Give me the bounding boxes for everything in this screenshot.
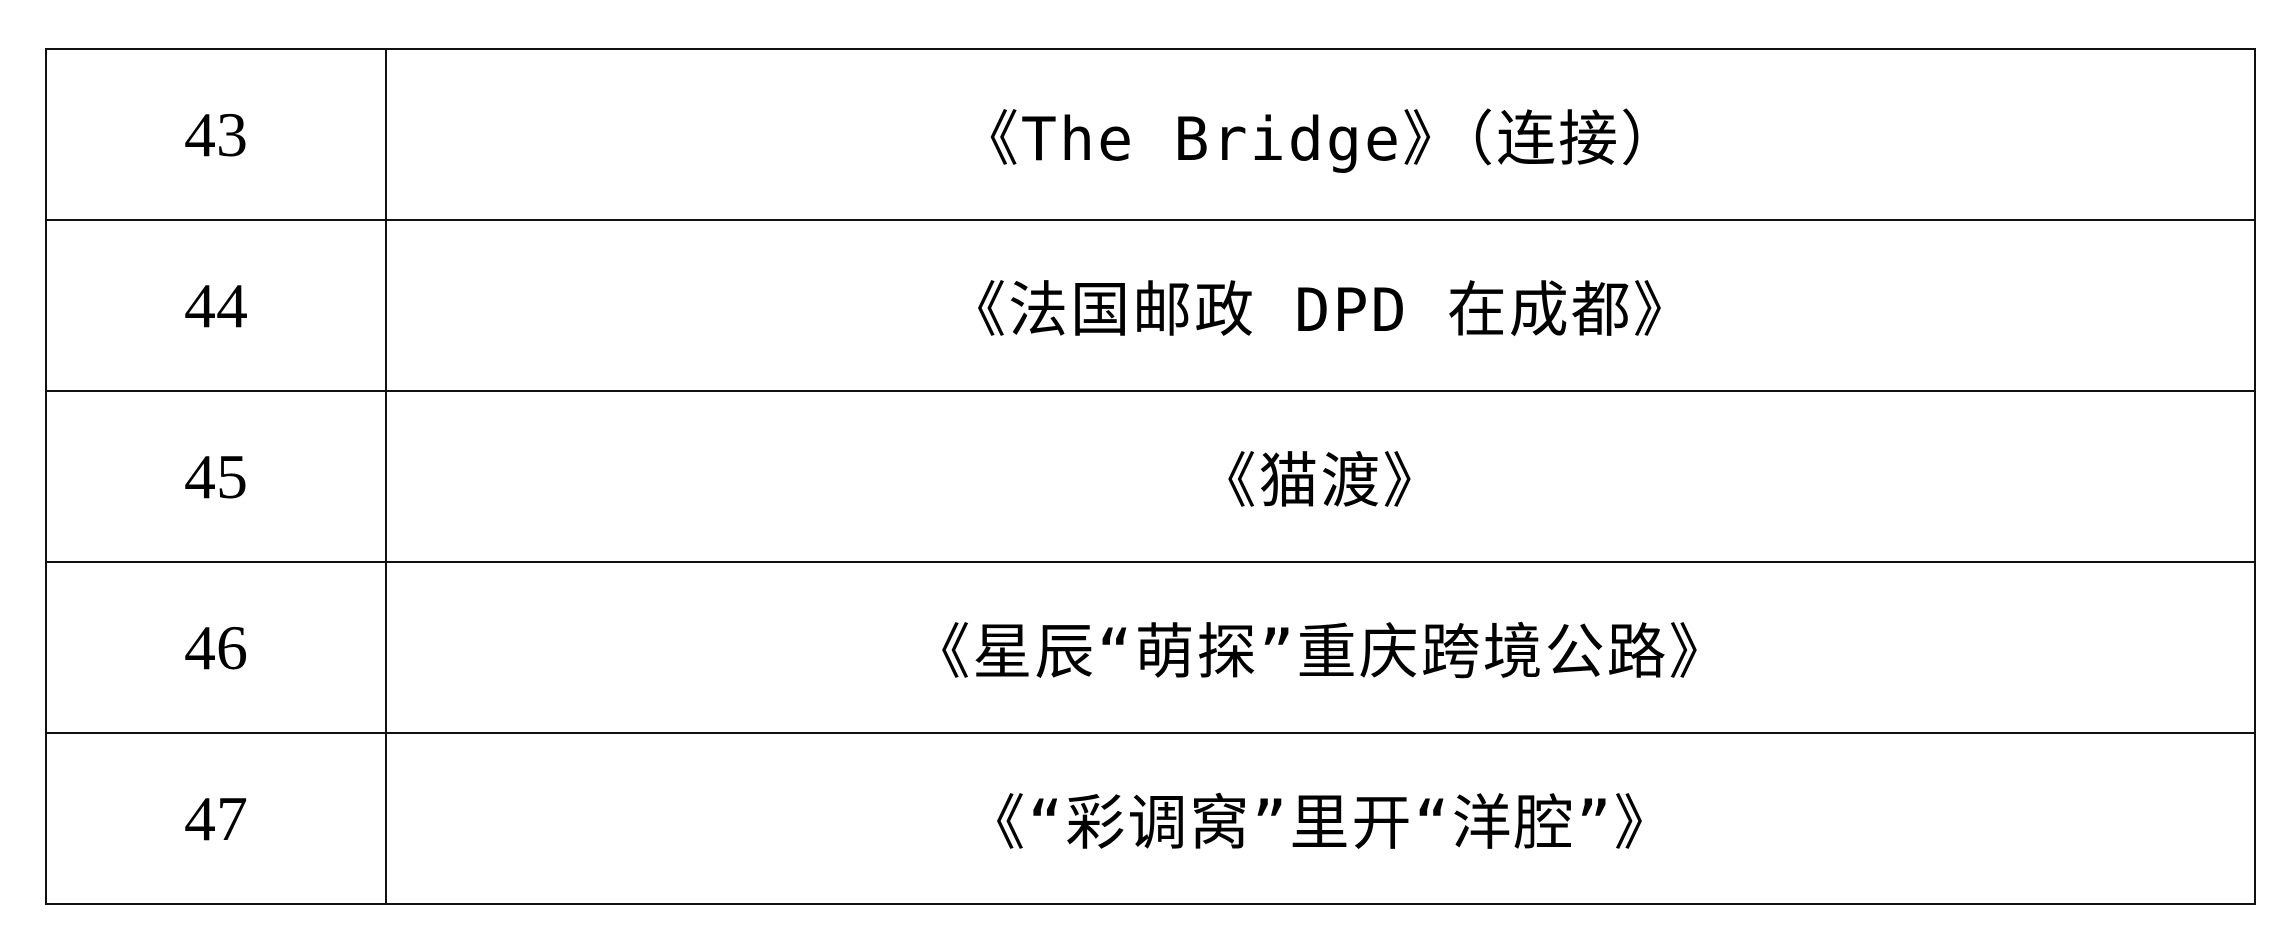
work-title: 《The Bridge》（连接） [385, 48, 2256, 221]
work-title: 《猫渡》 [385, 390, 2256, 563]
row-number: 44 [45, 219, 387, 392]
row-number: 46 [45, 561, 387, 734]
table-row: 44 《法国邮政 DPD 在成都》 [45, 219, 2256, 392]
table-row: 45 《猫渡》 [45, 390, 2256, 563]
work-title: 《星辰“萌探”重庆跨境公路》 [385, 561, 2256, 734]
row-number: 43 [45, 48, 387, 221]
work-title: 《法国邮政 DPD 在成都》 [385, 219, 2256, 392]
table-row: 43 《The Bridge》（连接） [45, 48, 2256, 221]
row-number: 47 [45, 732, 387, 905]
work-title: 《“彩调窝”里开“洋腔”》 [385, 732, 2256, 905]
works-table: 43 《The Bridge》（连接） 44 《法国邮政 DPD 在成都》 45… [45, 48, 2256, 905]
table-row: 47 《“彩调窝”里开“洋腔”》 [45, 732, 2256, 905]
row-number: 45 [45, 390, 387, 563]
table-row: 46 《星辰“萌探”重庆跨境公路》 [45, 561, 2256, 734]
